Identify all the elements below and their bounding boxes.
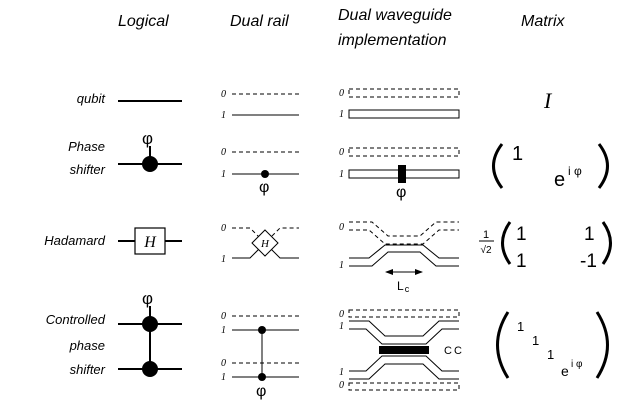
svg-text:0: 0 bbox=[221, 223, 226, 234]
matrix-identity: I bbox=[543, 88, 553, 113]
header-dual-waveguide: Dual waveguide bbox=[338, 7, 452, 24]
label-hadamard: Hadamard bbox=[44, 233, 105, 248]
svg-text:i φ: i φ bbox=[568, 164, 582, 178]
svg-text:1: 1 bbox=[221, 325, 226, 336]
waveguide-phase: 0 1 φ bbox=[339, 147, 460, 201]
label-qubit: qubit bbox=[76, 91, 105, 106]
svg-text:1: 1 bbox=[339, 367, 344, 378]
svg-text:1: 1 bbox=[221, 110, 226, 121]
logical-controlled-phase: φ bbox=[118, 289, 182, 377]
dualrail-qubit: 0 1 bbox=[221, 89, 299, 121]
logical-phase-phi: φ bbox=[142, 129, 153, 148]
svg-text:I: I bbox=[543, 88, 553, 113]
svg-text:0: 0 bbox=[339, 309, 344, 320]
svg-text:1: 1 bbox=[339, 321, 344, 332]
svg-text:1: 1 bbox=[584, 224, 595, 245]
matrix-phase: 1 e i φ bbox=[492, 143, 609, 191]
cc-label: CC bbox=[444, 345, 464, 357]
dualrail-hadamard: 0 1 H bbox=[221, 223, 299, 265]
waveguide-hadamard-coupler: 0 1 Lc bbox=[339, 221, 459, 294]
matrix-controlled: 1 1 1 e i φ bbox=[496, 311, 609, 379]
label-controlled-2: phase bbox=[69, 338, 105, 353]
logical-controlled-phi: φ bbox=[142, 289, 153, 308]
waveguide-controlled-coupler: 0 1 1 0 CC bbox=[339, 309, 464, 391]
dualrail-controlled: 0 1 0 1 φ bbox=[221, 311, 299, 400]
dualrail-phase: 0 1 φ bbox=[221, 147, 299, 196]
logical-phase-shifter: φ bbox=[118, 129, 182, 172]
svg-text:1: 1 bbox=[483, 229, 489, 241]
svg-text:0: 0 bbox=[221, 311, 226, 322]
svg-text:1: 1 bbox=[221, 372, 226, 383]
svg-text:1: 1 bbox=[339, 260, 344, 271]
waveguide-qubit: 0 1 bbox=[339, 88, 460, 120]
svg-text:i φ: i φ bbox=[571, 359, 583, 370]
label-controlled-3: shifter bbox=[69, 362, 105, 377]
svg-text:1: 1 bbox=[339, 109, 344, 120]
svg-text:0: 0 bbox=[221, 89, 226, 100]
coupling-length-label: Lc bbox=[397, 279, 410, 294]
svg-text:1: 1 bbox=[339, 169, 344, 180]
svg-text:1: 1 bbox=[221, 254, 226, 265]
svg-text:e: e bbox=[554, 169, 565, 191]
svg-text:0: 0 bbox=[339, 147, 344, 158]
svg-text:1: 1 bbox=[547, 347, 554, 362]
svg-text:-1: -1 bbox=[580, 251, 597, 272]
dualrail-phase-phi: φ bbox=[259, 179, 269, 196]
svg-text:1: 1 bbox=[512, 143, 523, 165]
svg-text:0: 0 bbox=[339, 222, 344, 233]
svg-text:1: 1 bbox=[516, 224, 527, 245]
svg-text:H: H bbox=[260, 238, 270, 250]
svg-text:√2: √2 bbox=[480, 244, 491, 256]
header-implementation: implementation bbox=[338, 32, 447, 49]
svg-text:0: 0 bbox=[339, 380, 344, 391]
logical-hadamard-gate: H bbox=[118, 227, 182, 255]
svg-text:1: 1 bbox=[221, 169, 226, 180]
matrix-hadamard: 1 √2 1 1 1 -1 bbox=[479, 221, 612, 272]
dualrail-controlled-phi: φ bbox=[256, 383, 266, 400]
svg-text:0: 0 bbox=[221, 358, 226, 369]
label-phase-1: Phase bbox=[68, 139, 105, 154]
header-logical: Logical bbox=[118, 13, 169, 30]
svg-text:e: e bbox=[561, 363, 569, 379]
label-phase-2: shifter bbox=[69, 162, 105, 177]
svg-text:1: 1 bbox=[532, 333, 539, 348]
waveguide-phase-phi: φ bbox=[396, 184, 406, 201]
label-controlled-1: Controlled bbox=[45, 312, 105, 327]
header-dual-rail: Dual rail bbox=[230, 13, 289, 30]
logical-hadamard-h: H bbox=[143, 234, 157, 251]
header-matrix: Matrix bbox=[521, 13, 565, 30]
svg-text:0: 0 bbox=[221, 147, 226, 158]
svg-text:1: 1 bbox=[517, 319, 524, 334]
svg-text:1: 1 bbox=[516, 251, 527, 272]
svg-text:0: 0 bbox=[339, 88, 344, 99]
